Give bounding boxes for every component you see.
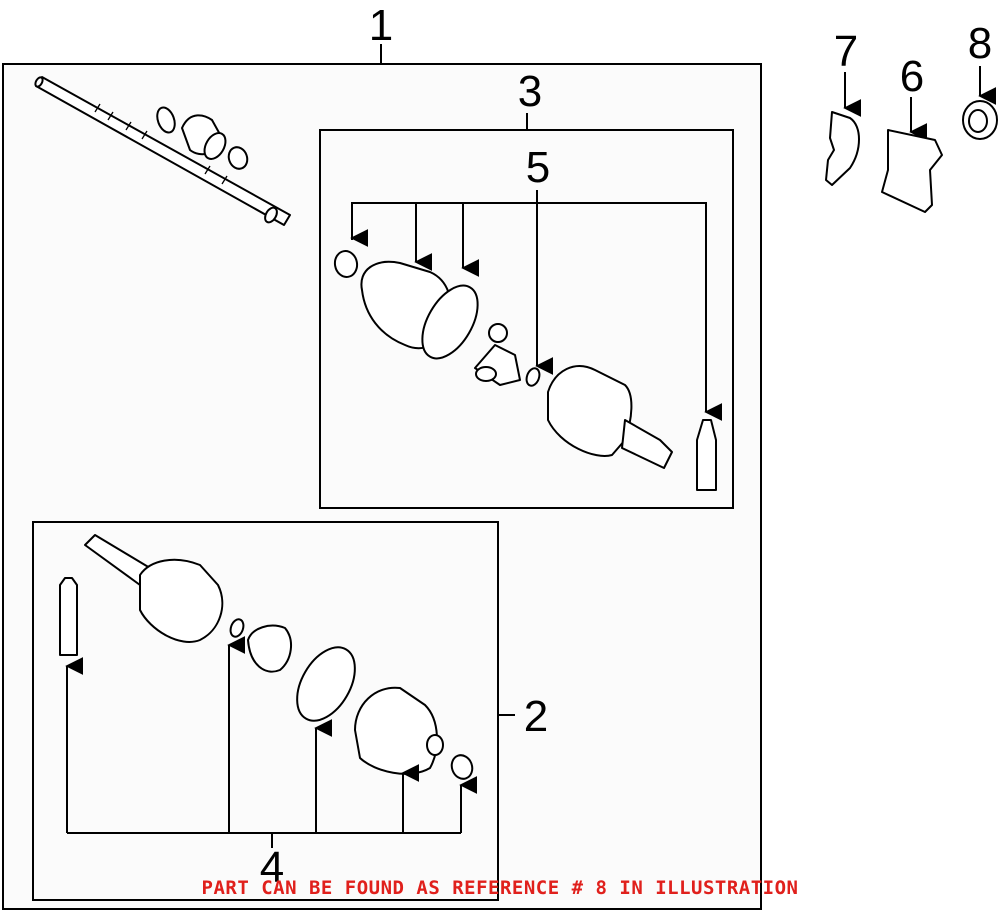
callout-2: 2 [524, 692, 548, 741]
bracket-part [881, 129, 943, 213]
callout-8: 8 [968, 19, 992, 68]
callout-1: 1 [369, 1, 393, 50]
callout-7: 7 [834, 27, 858, 76]
reference-caption: PART CAN BE FOUND AS REFERENCE # 8 IN IL… [201, 877, 799, 899]
outer-joint-parts [59, 534, 474, 780]
oil-seal-part [962, 100, 998, 140]
inner-joint-parts [333, 250, 717, 491]
callout-4: 4 [260, 843, 284, 892]
shaft-boot-kit [156, 106, 249, 170]
axle-shaft [34, 76, 291, 226]
callout-6: 6 [900, 52, 924, 101]
callout-5: 5 [526, 143, 550, 192]
heat-shield-part [825, 111, 860, 186]
callout-3: 3 [518, 67, 542, 116]
